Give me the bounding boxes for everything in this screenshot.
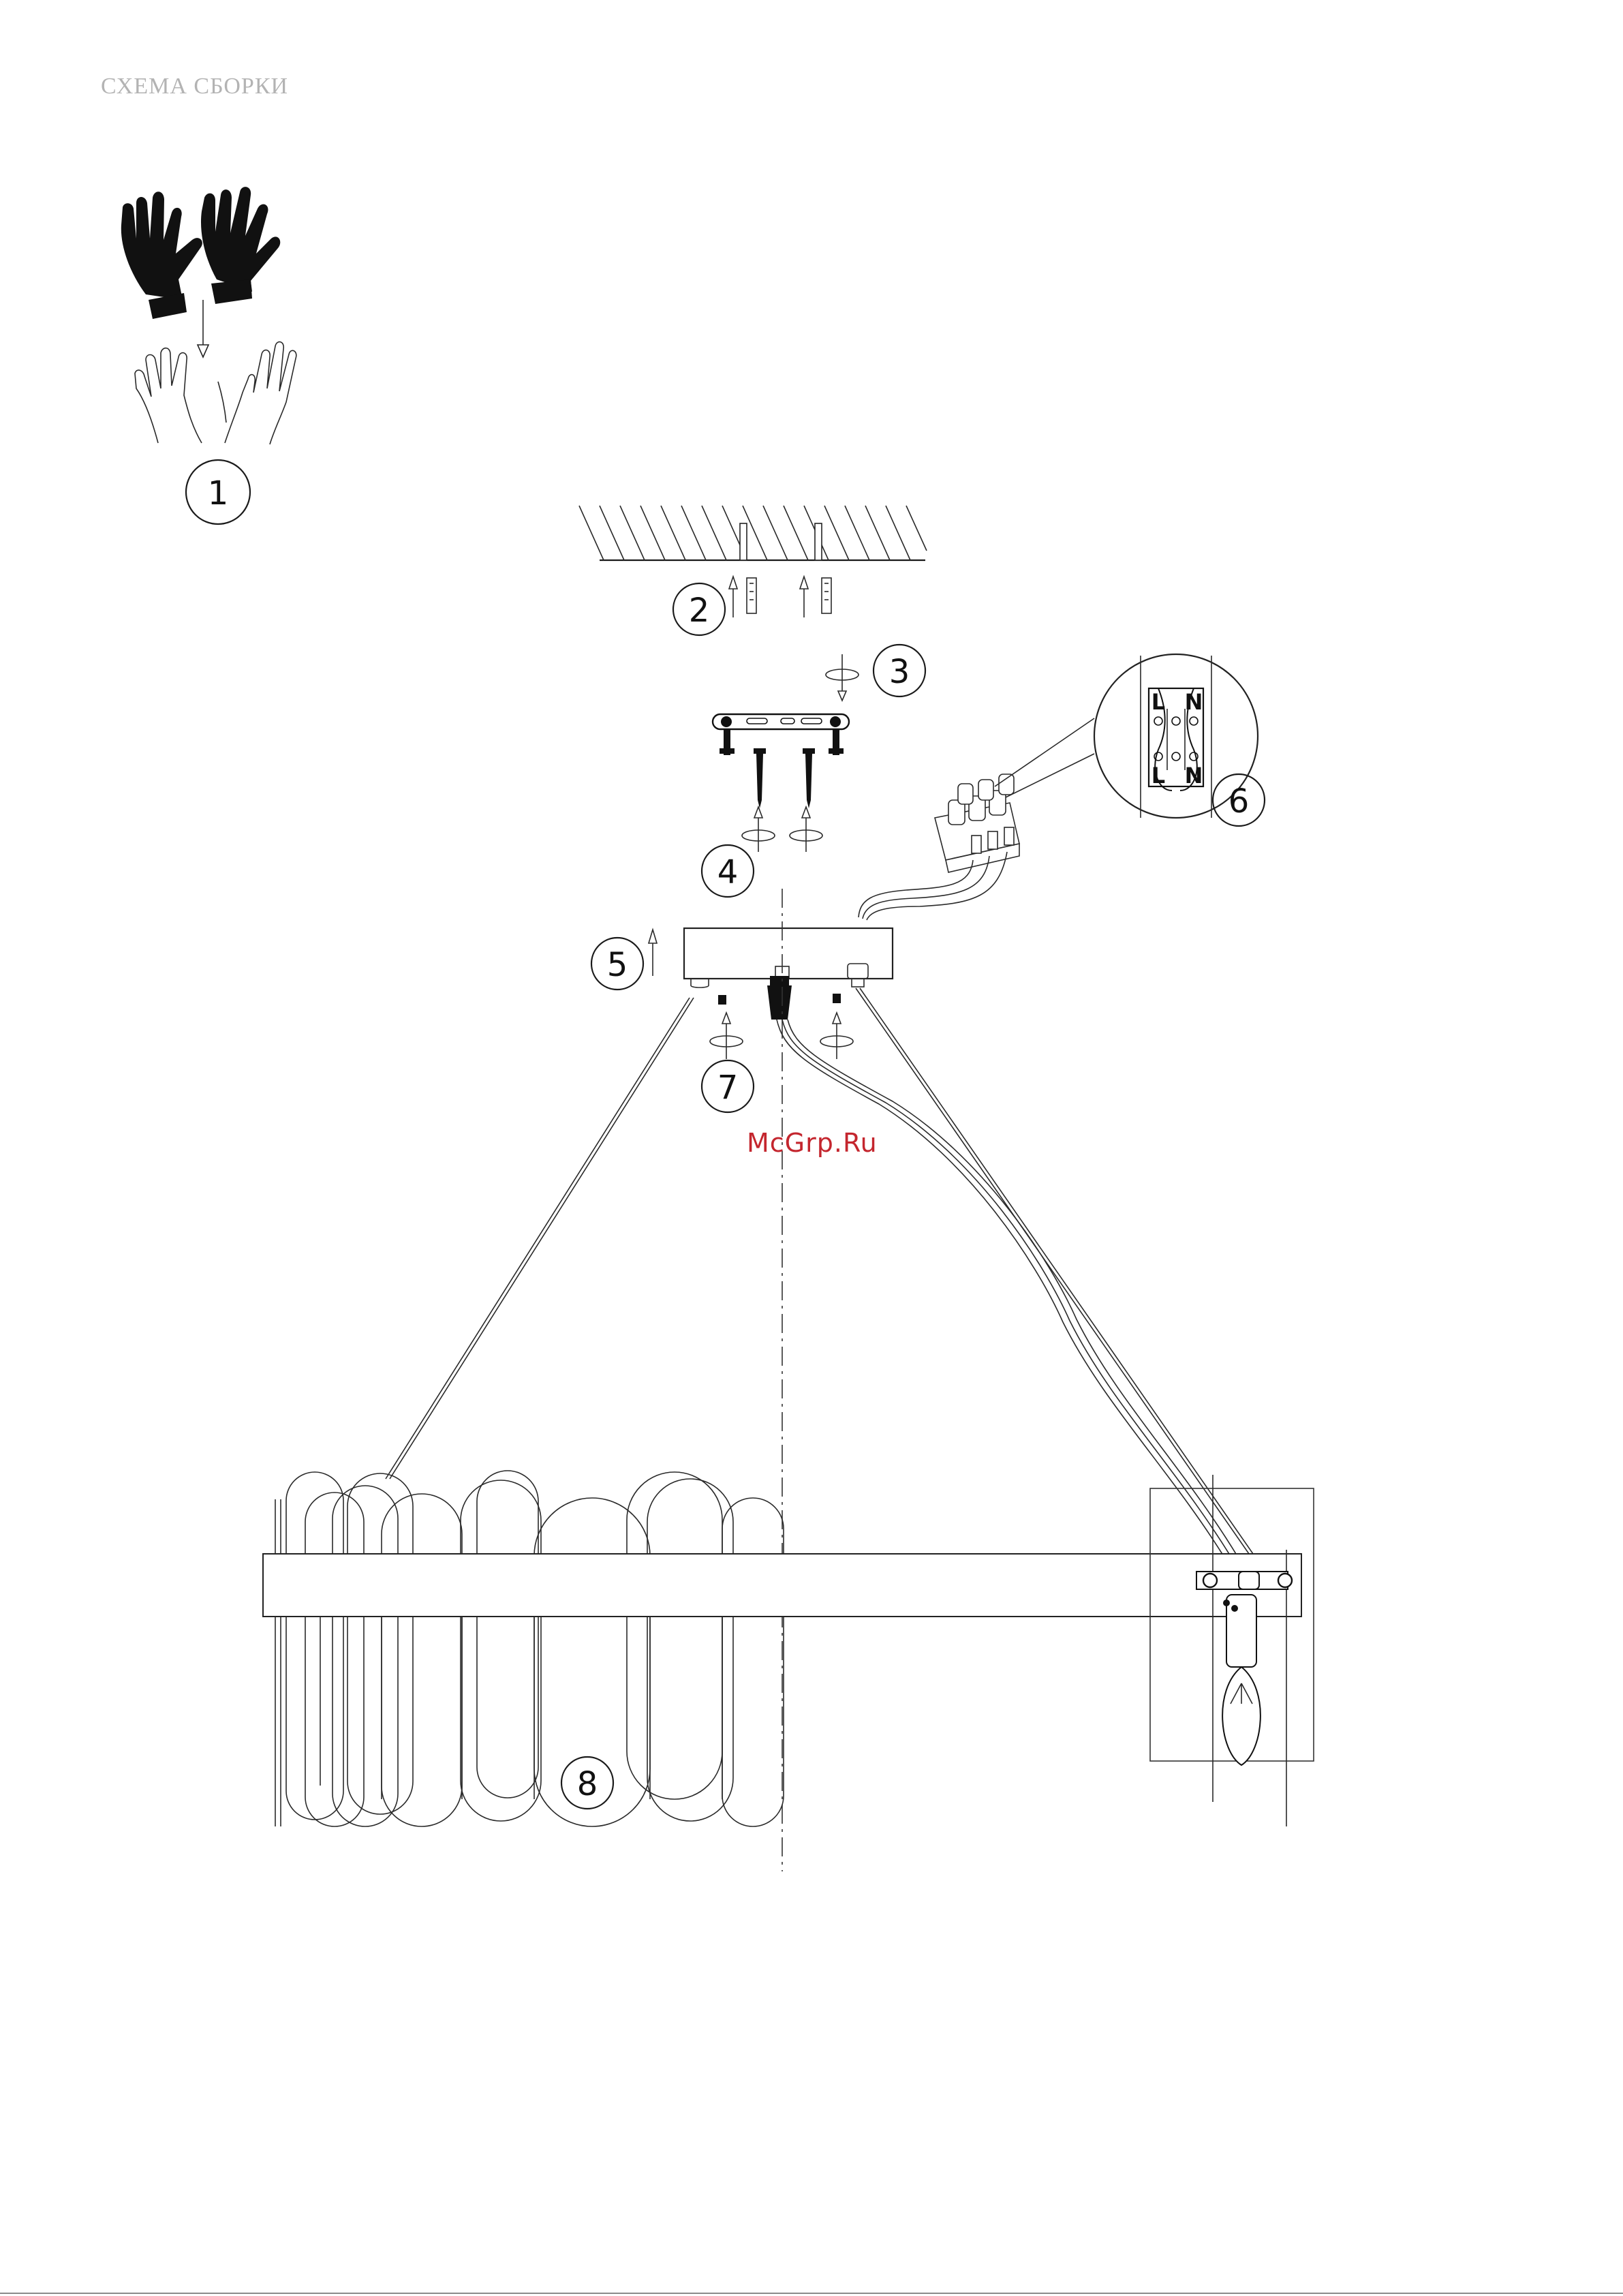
glass-petals — [286, 1471, 784, 1826]
terminal-label-neutral-top: N — [1185, 689, 1203, 715]
arrow-down-icon — [198, 300, 208, 357]
terminal-label-live-bottom: L — [1151, 763, 1165, 789]
terminal-label-neutral-bottom: N — [1185, 763, 1203, 789]
ceiling-hatch — [579, 506, 927, 560]
mounting-bracket — [713, 714, 849, 755]
bare-hands-icon — [135, 342, 296, 444]
petal-rods — [275, 1499, 281, 1826]
step-3-number: 3 — [889, 653, 910, 691]
zoom-callout — [995, 654, 1258, 818]
page-bottom-rule — [0, 2293, 1623, 2294]
step-6-number: 6 — [1228, 782, 1250, 821]
step-1-marker: 1 — [186, 460, 250, 524]
suspension-cables — [386, 988, 1258, 1561]
step-4-marker: 4 — [702, 845, 754, 897]
step-7-number: 7 — [717, 1069, 739, 1107]
step-8-marker: 8 — [561, 1757, 613, 1809]
power-cable — [777, 1020, 1240, 1561]
step-8-number: 8 — [577, 1765, 598, 1803]
wall-dowels — [729, 577, 831, 617]
rotate-screw-icon — [826, 654, 859, 701]
terminal-label-live-top: L — [1151, 689, 1165, 715]
lamp-holder-detail — [1150, 1475, 1314, 1826]
black-gloves-icon — [121, 187, 280, 319]
rotate-screw-icon — [710, 1013, 853, 1059]
step-2-number: 2 — [689, 592, 710, 630]
ring-frame — [263, 1554, 1301, 1617]
step-3-marker: 3 — [874, 645, 925, 697]
canopy — [684, 928, 893, 1020]
watermark-text: McGrp.Ru — [747, 1128, 878, 1158]
step-4-number: 4 — [717, 853, 739, 891]
glass-petals-lower — [320, 1617, 722, 1799]
terminal-block — [935, 774, 1019, 872]
rotate-screw-icon — [742, 807, 822, 852]
step-5-marker: 5 — [591, 938, 643, 990]
step-2-marker: 2 — [673, 583, 725, 635]
step-5-number: 5 — [607, 946, 628, 984]
step-1-number: 1 — [208, 474, 229, 512]
step-7-marker: 7 — [702, 1060, 754, 1112]
mounting-screws — [754, 748, 815, 808]
arrow-up-icon — [649, 930, 657, 976]
